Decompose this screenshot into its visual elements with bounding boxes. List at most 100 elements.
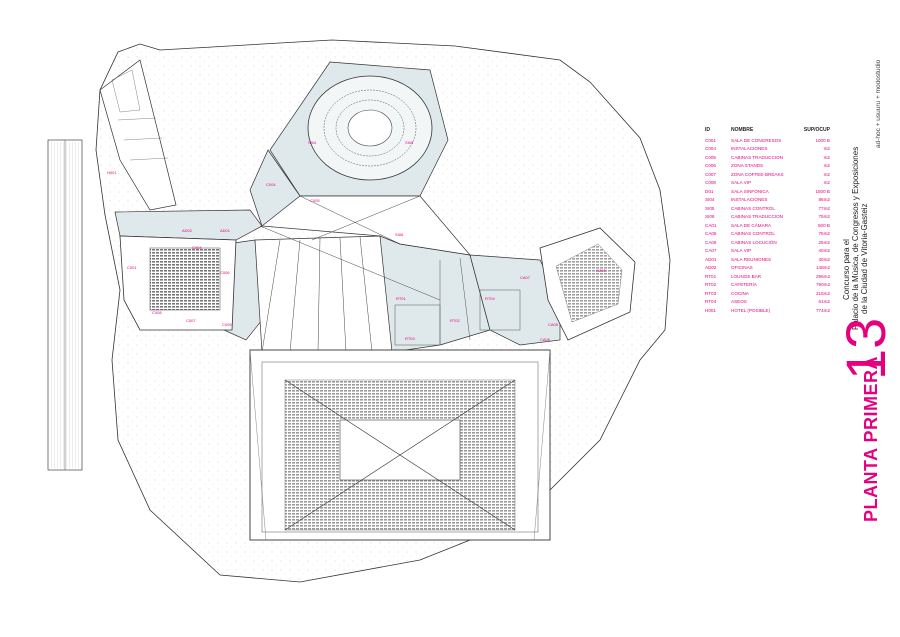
legend-name: HOTEL (POSIBLE) [731,307,771,313]
legend-id: D01 [705,188,714,194]
room-label: C004 [192,245,202,250]
legend-id: CA01 [705,222,717,228]
legend-size: 86m2 [818,197,831,203]
legend-name: SALA VIP [731,248,752,254]
legend-id: CA05 [705,231,717,237]
room-label: RT03 [405,336,415,341]
room-label: RT02 [450,318,460,323]
subtitle-line-1: Concurso para el [842,239,851,300]
legend-header-id: ID [705,127,710,133]
legend-name: SALA REUNIONES [731,256,772,262]
legend-name: SALA DE CÁMARA [731,222,772,228]
legend-row: CA05 CABINAS CONTROL 75m2 [705,230,830,239]
room-label: CA01 [596,268,607,273]
subtitle-line-2: Palacio de la Música, de Congresos y Exp… [851,146,860,330]
legend-id: C006 [705,163,716,169]
legend-size: 1000 B [815,137,830,143]
room-label: H001 [107,170,117,175]
legend-row: H001 HOTEL (POSIBLE) 774m2 [705,306,830,315]
legend-name: LOUNGE BAR [731,273,762,279]
legend-id: SI05 [705,205,715,211]
upper-left-wing [99,59,177,211]
legend-name: SALA SINFÓNICA [731,188,769,194]
legend-header: ID NOMBRE SUP/OCUP [705,127,830,136]
legend-header-name: NOMBRE [731,127,754,133]
parking-strip [47,139,83,471]
legend-row: C008 SALA VIP m2 [705,179,830,188]
room-label: RT01 [396,296,406,301]
room-label: C006 [220,270,230,275]
room-label: AD01 [220,228,231,233]
legend-size: m2 [823,146,830,152]
legend-id: CA06 [705,239,717,245]
legend-size: 75m2 [818,231,831,237]
legend-size: 77m2 [818,205,831,211]
legend-id: C007 [705,171,716,177]
left-auditorium [119,235,237,331]
congress-hall [307,75,433,181]
legend-id: CA07 [705,248,717,254]
room-label: AD02 [182,228,193,233]
room-label: C007 [186,318,196,323]
legend-row: C007 ZONA COFFEE-BREAKS m2 [705,170,830,179]
legend-id: H001 [705,307,716,313]
legend-size: m2 [823,180,830,186]
legend-id: AD01 [705,256,717,262]
chamber-hall [539,227,636,341]
legend-header-size: SUP/OCUP [803,127,830,133]
legend-size: 75m2 [818,214,831,220]
legend-name: SALA VIP [731,180,752,186]
legend-row: CA01 SALA DE CÁMARA 500 B [705,221,830,230]
legend-size: 215m2 [815,290,830,296]
room-label: SI06 [395,232,404,237]
legend-id: C001 [705,137,716,143]
legend-size: 296m2 [815,273,830,279]
legend-name: COCINA [731,290,749,296]
room-label: CA05 [548,322,559,327]
room-label: SI04 [308,140,317,145]
legend-row: SI05 CABINAS CONTROL 77m2 [705,204,830,213]
legend-name: CABINAS TRADUCCION [731,214,783,220]
legend-name: ZONA COFFEE-BREAKS [731,171,784,177]
room-label: CA07 [520,275,531,280]
legend-name: SALA DE CONGRESOS [731,137,782,143]
legend-size: 40m2 [818,256,831,262]
legend-size: 774m2 [815,307,830,313]
sheet-title: PLANTA PRIMERA [861,356,881,522]
legend-size: 500 B [817,222,830,228]
legend-size: 25m2 [818,239,831,245]
legend-name: CABINAS CONTROL [731,205,775,211]
legend-name: ZONA STANDS [731,163,764,169]
legend-name: CABINAS CONTROL [731,231,775,237]
legend-id: C004 [705,146,716,152]
authors-credit: ad-hoc + usuuru + modostudio [875,59,882,148]
legend-size: m2 [823,154,830,160]
legend-id: C005 [705,154,716,160]
legend-size: m2 [823,171,830,177]
legend-id: C008 [705,180,716,186]
legend-row: C006 ZONA STANDS m2 [705,162,830,171]
room-label: CA06 [540,337,551,342]
central-spine [254,195,471,353]
legend-name: OFICINAS [731,265,753,271]
room-label: RT04 [485,296,495,301]
room-label: C004 [266,182,276,187]
legend-size: m2 [823,163,830,169]
legend-id: SI04 [705,197,715,203]
cafeteria-zone [394,257,521,346]
room-label: C001 [127,265,137,270]
legend-id: RT03 [705,290,717,296]
legend-row: RT03 COCINA 215m2 [705,289,830,298]
legend-size: 790m2 [815,282,830,288]
room-legend-table: ID NOMBRE SUP/OCUP C001 SALA DE CONGRESOS… [705,127,830,315]
legend-id: SI06 [705,214,715,220]
